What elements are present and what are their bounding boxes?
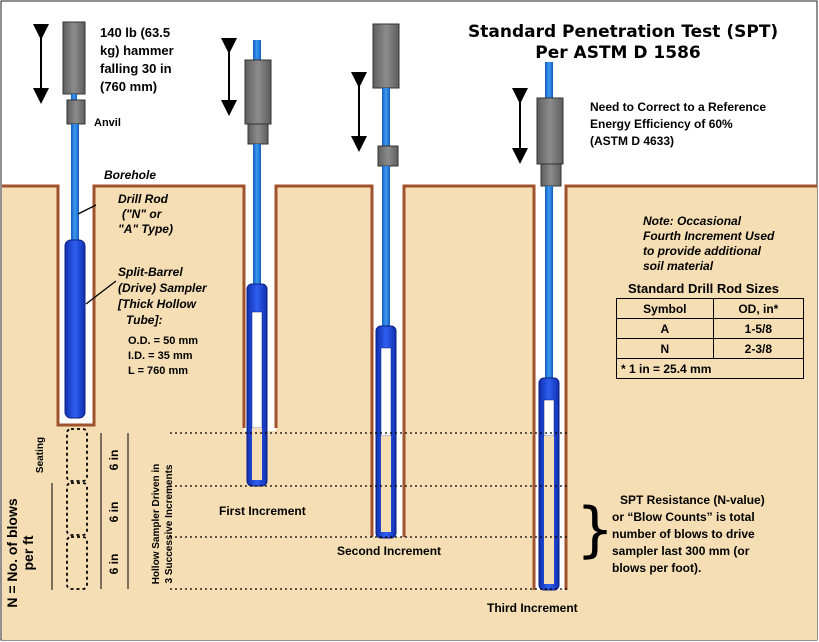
anvil-4 [540,163,562,187]
anvil-3 [377,145,399,167]
page-title: Standard Penetration Test (SPT) Per ASTM… [468,22,779,64]
stage-4 [512,62,564,591]
rod-4 [545,186,553,382]
rod-size-table: Symbol OD, in* A 1-5/8 N 2-3/8 * 1 in = … [616,298,805,379]
increment-lines [170,432,568,590]
soil [2,185,817,640]
first-increment-label: First Increment [219,504,306,518]
hammer-label: 140 lb (63.5 kg) hammer falling 30 in (7… [100,25,174,94]
table-cell: N [616,338,714,359]
stage-3 [351,23,400,539]
sampler-label: Split-Barrel (Drive) Sampler [Thick Holl… [118,265,207,327]
sampler-1 [64,239,86,419]
hammer-1 [62,21,86,95]
title-line-1: Standard Penetration Test (SPT) [468,22,779,42]
anvil-label: Anvil [94,117,121,129]
increment-size-label: 6 in [107,553,121,575]
table-header-row: Symbol OD, in* [616,298,805,319]
table-cell: 2-3/8 [712,338,805,359]
leaders [77,204,117,305]
seating-label: Seating [35,436,46,474]
brace-icon: } [576,495,615,565]
rod-2 [253,144,261,286]
table-footnote: * 1 in = 25.4 mm [616,358,804,379]
increment-size-label: 6 in [107,501,121,523]
rod-3 [382,166,390,330]
six-in-boxes [100,433,129,589]
hammer-2 [244,59,272,125]
table-header: OD, in* [712,298,805,319]
fourth-increment-note: Note: Occasional Fourth Increment Used t… [643,214,775,273]
table-cell: A [616,318,714,339]
spt-resistance-text: SPT Resistance (N-value) or “Blow Counts… [612,493,765,575]
table-row: N 2-3/8 [616,338,805,359]
table-row: A 1-5/8 [616,318,805,339]
stage-2 [221,38,272,487]
energy-note: Need to Correct to a Reference Energy Ef… [590,100,767,148]
increment-segments [66,428,88,590]
second-increment-label: Second Increment [337,544,442,558]
anvil-2 [247,123,269,145]
n-label: N = No. of blows per ft [4,498,36,608]
rod-table-title: Standard Drill Rod Sizes [628,281,779,296]
table-cell: 1-5/8 [712,318,805,339]
hollow-sampler-label: Hollow Sampler Driven in 3 Successive In… [151,463,175,585]
rod-1 [71,124,79,244]
anvil-1 [66,99,86,125]
drill-rod-label: Drill Rod ("N" or "A" Type) [118,192,173,236]
third-increment-label: Third Increment [487,601,578,615]
sampler-dimensions: O.D. = 50 mm I.D. = 35 mm L = 760 mm [128,335,199,377]
title-line-2: Per ASTM D 1586 [535,43,701,63]
table-footnote-row: * 1 in = 25.4 mm [616,358,804,379]
hammer-3 [372,23,400,89]
ground-surface [2,184,817,590]
hammer-4 [536,97,564,165]
borehole-label: Borehole [104,168,157,182]
stage-1 [33,21,86,419]
table-header: Symbol [616,298,714,319]
increment-size-label: 6 in [107,449,121,471]
